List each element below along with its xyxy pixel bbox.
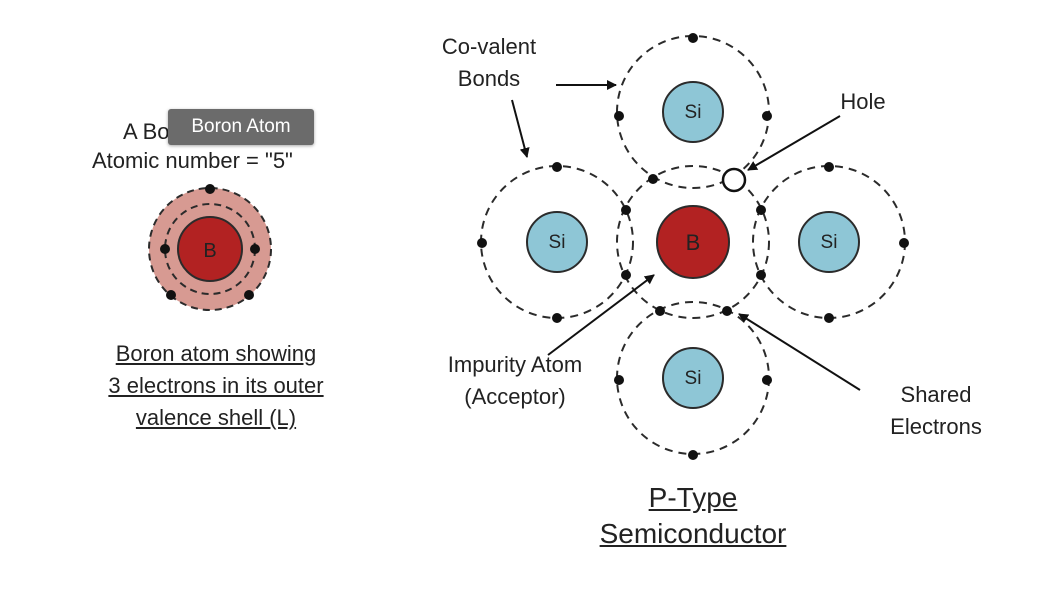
electron [552,162,562,172]
boron-title-line2: Atomic number = "5" [92,148,293,173]
boron-atom-small: B [148,184,272,311]
boron-atom-tooltip: Boron Atom [168,109,314,145]
arrow-hole [747,115,841,171]
electron [614,375,624,385]
si-nucleus-top [662,81,724,143]
arrow-shared [738,313,861,391]
electron [899,238,909,248]
si-nucleus-bottom [662,347,724,409]
electron [477,238,487,248]
boron-caption-line2: 3 electrons in its outer [108,373,324,398]
electron [762,111,772,121]
electron [614,111,624,121]
inner-electron [250,244,260,254]
inner-electron [166,290,176,300]
si-label: Si [685,368,702,389]
impurity-atom-label-line1: Impurity Atom [447,352,583,377]
shared-electron [756,205,766,215]
shared-electron [756,270,766,280]
shared-electrons-label-line1: Shared [900,382,972,407]
p-type-title-line2: Semiconductor [599,518,787,549]
annotation-arrows [511,80,861,391]
arrow-covalent-down [511,99,530,158]
si-nucleus-left [526,211,588,273]
covalent-bonds-label-line1: Co-valent [441,34,537,59]
shared-electron [621,205,631,215]
impurity-atom-label-line2: (Acceptor) [464,384,566,409]
arrow-impurity [547,274,655,356]
boron-nucleus-center [656,205,730,279]
si-label: Si [685,102,702,123]
electron [824,162,834,172]
shared-electron [648,174,658,184]
shared-electron [722,306,732,316]
boron-title-line1: A Bo [123,119,170,144]
covalent-bonds-label-line2: Bonds [457,66,521,91]
hole-label: Hole [840,89,886,114]
boron-nucleus-label: B [203,240,216,262]
shared-electron [621,270,631,280]
valence-electron [160,244,170,254]
shared-electron [655,306,665,316]
p-type-title-line1: P-Type [648,482,738,513]
electron [552,313,562,323]
electron [688,33,698,43]
shell-center [616,165,770,319]
boron-caption-line1: Boron atom showing [115,341,317,366]
si-nucleus-right [798,211,860,273]
valence-electron [244,290,254,300]
electron [688,450,698,460]
boron-caption-line3: valence shell (L) [135,405,297,430]
boron-nucleus [177,216,243,282]
electron [824,313,834,323]
si-label: Si [549,232,566,253]
boron-center-label: B [686,230,701,255]
electron [762,375,772,385]
valence-electron [205,184,215,194]
hole-marker [721,167,747,193]
lattice: Si Si B Si Si [477,33,909,460]
shared-electrons-label-line2: Electrons [890,414,982,439]
si-label: Si [821,232,838,253]
